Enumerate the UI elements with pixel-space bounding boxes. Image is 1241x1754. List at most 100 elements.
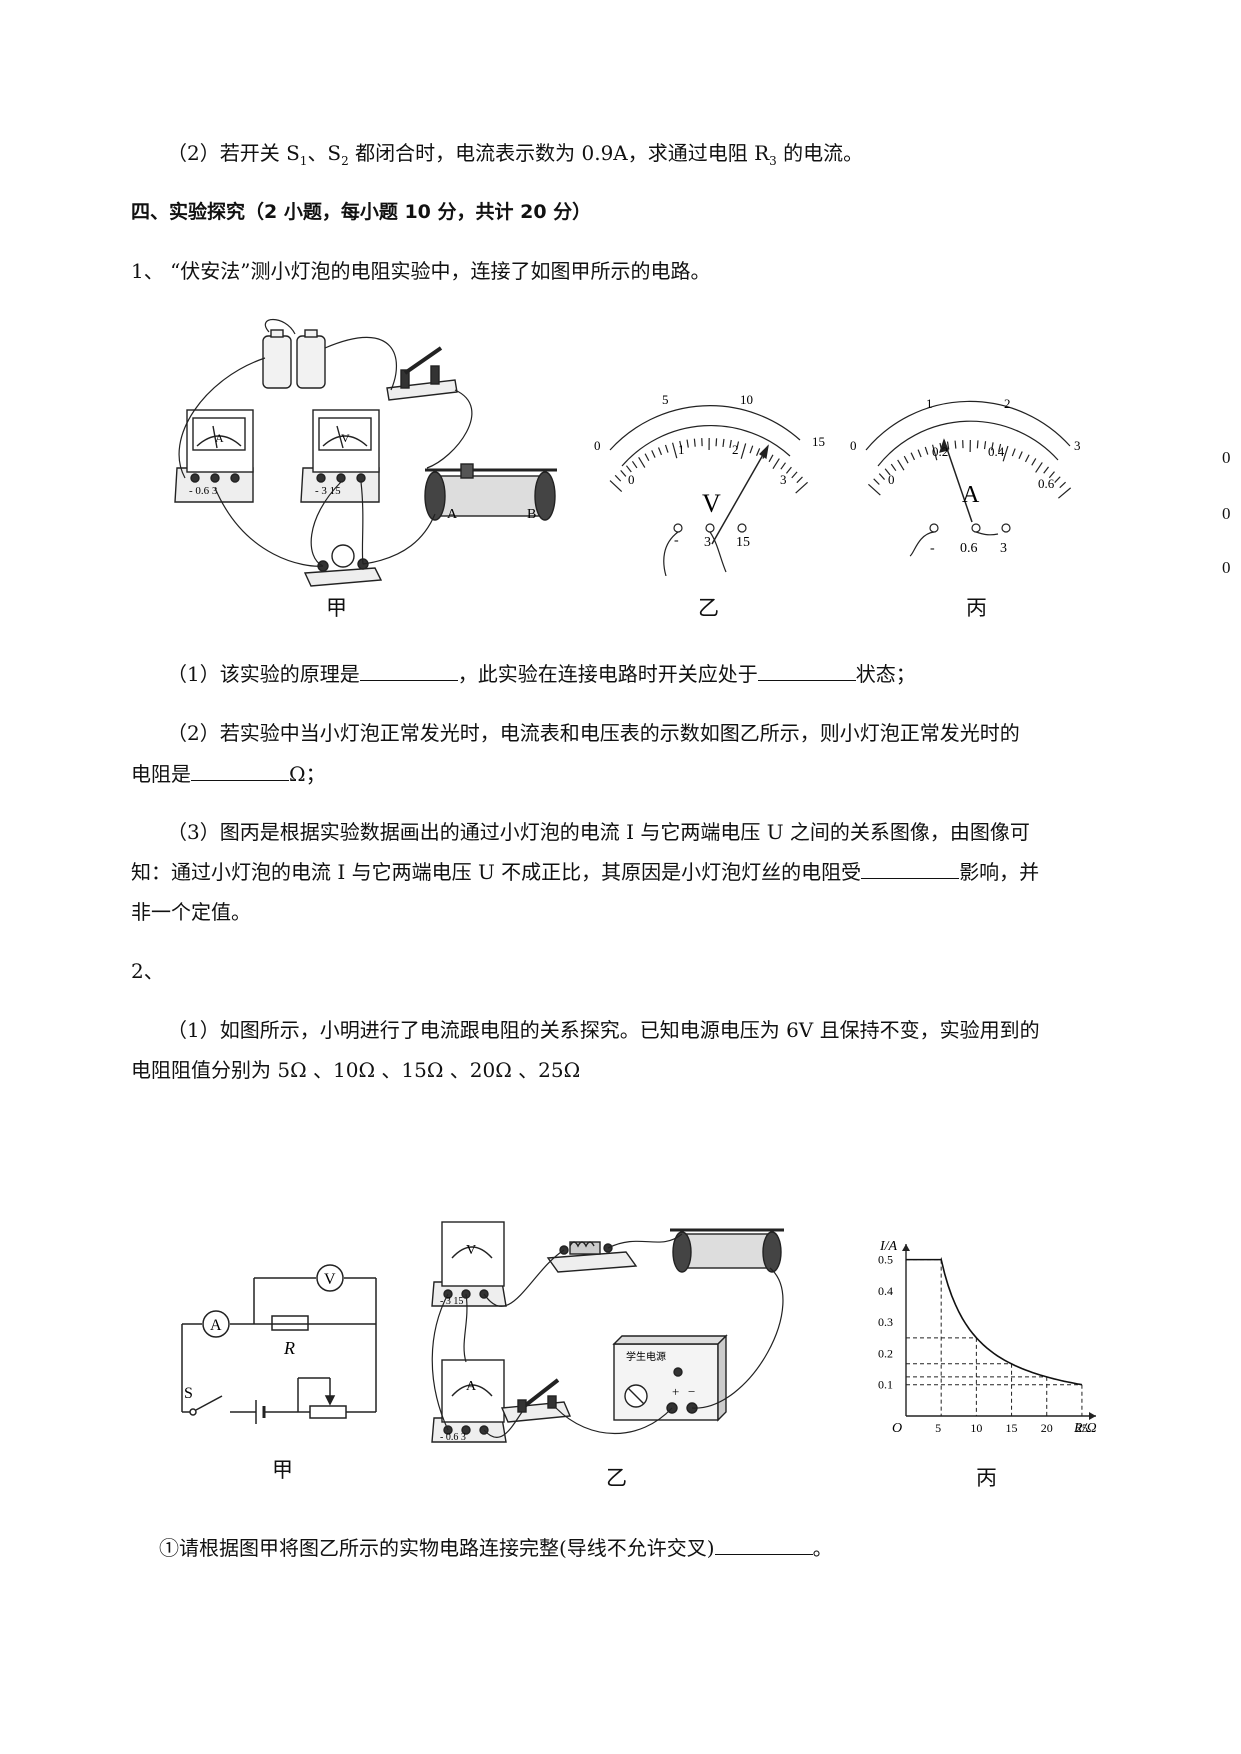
schematic-a-label: A (210, 1317, 222, 1334)
knife-switch-icon (500, 1378, 572, 1423)
dial-tick (785, 466, 792, 474)
dial-tick (736, 441, 740, 450)
dial-tick (910, 452, 916, 461)
q2-part1-line1: （1）如图所示，小明进行了电流跟电阻的关系探究。已知电源电压为 6V 且保持不变… (167, 1018, 1040, 1042)
q1-part3-line3: 非一个定值。 (131, 900, 251, 924)
schematic-r-label: R (283, 1338, 295, 1358)
rheostat-end-b: B (527, 507, 536, 522)
v-tick-bottom-3: 3 (780, 472, 787, 487)
dial-tick (897, 459, 905, 471)
dial-tick (1048, 471, 1055, 479)
dial-tick (1043, 466, 1049, 474)
power-supply-label: 学生电源 (626, 1350, 666, 1363)
chart-x-axis-label: R/Ω (1073, 1421, 1097, 1432)
ammeter-dial (865, 400, 1072, 557)
power-supply-plus: + (672, 1384, 679, 1399)
chart-x-tick-label: 10 (970, 1421, 982, 1432)
bulb-icon (303, 544, 383, 587)
ammeter-device (431, 1359, 507, 1443)
dial-tick (625, 465, 632, 473)
v-tick-top-3: 15 (812, 434, 825, 449)
voltmeter-dial (609, 405, 808, 576)
dial-tick (931, 444, 938, 461)
dial-tick (671, 442, 678, 459)
dial-tick (664, 444, 669, 453)
voltmeter-terminals: - 3 15 (315, 485, 341, 497)
a-tick-top-1: 1 (926, 396, 933, 411)
v-term-minus: - (674, 533, 679, 548)
dial-tick (638, 457, 646, 468)
dial-tick (780, 462, 786, 470)
dial-tick (991, 442, 994, 451)
q3-part2: （2）若开关 S1、S2 都闭合时，电流表示数为 0.9A，求通过电阻 R3 的… (167, 141, 864, 168)
chart-x-tick-label: 15 (1006, 1421, 1018, 1432)
answer-blank[interactable] (714, 1536, 813, 1555)
dial-tick (791, 471, 798, 479)
chart-x-tick-label: 5 (935, 1421, 941, 1432)
dial-tick (1035, 462, 1043, 473)
v-letter: V (702, 489, 721, 518)
chart-y-tick-label: 0.1 (878, 1378, 893, 1392)
chart-x-tick-label: 25 (1076, 1421, 1088, 1432)
chart-x-arrow (1089, 1412, 1096, 1420)
q1-part3-line2: 知：通过小灯泡的电流 I 与它两端电压 U 不成正比，其原因是小灯泡灯丝的电阻受… (131, 860, 1040, 884)
chart-y-tick-label: 0.2 (878, 1346, 893, 1360)
q1-part1: （1）该实验的原理是，此实验在连接电路时开关应处于状态； (167, 662, 916, 686)
dial-tick (873, 478, 880, 485)
power-supply-minus: − (688, 1384, 695, 1399)
chart-origin-label: O (892, 1421, 902, 1432)
wires (431, 1233, 784, 1438)
v-tick-top-1: 5 (662, 392, 669, 407)
q1-caption-yi: 乙 (698, 596, 719, 620)
dial-tick (657, 447, 663, 456)
dial-tick (749, 445, 754, 454)
voltmeter-device (300, 409, 380, 503)
q2-caption-jia: 甲 (272, 1458, 293, 1482)
q1-figure-jia: A - 0.6 3 V - 3 15 A B (174, 319, 557, 587)
answer-blank[interactable] (191, 762, 289, 781)
q1-figure-yi: 0 5 10 15 0 1 2 3 V - 3 15 (594, 392, 825, 576)
q2-number: 2、 (131, 959, 164, 983)
answer-blank[interactable] (757, 662, 856, 681)
dial-tick (976, 440, 979, 449)
v-term-3: 3 (704, 535, 711, 550)
q1-part2-line1: （2）若实验中当小灯泡正常发光时，电流表和电压表的示数如图乙所示，则小灯泡正常发… (167, 721, 1020, 745)
a-term-06: 0.6 (960, 541, 978, 556)
ammeter-device (174, 409, 254, 503)
dial-tick (651, 450, 656, 458)
q2-item1: ①请根据图甲将图乙所示的实物电路连接完整(导线不允许交叉)。 (159, 1536, 833, 1560)
dial-tick (1024, 454, 1030, 463)
chart-y-tick-label: 0.3 (878, 1315, 893, 1329)
q1-caption-bing: 丙 (966, 596, 987, 620)
answer-blank[interactable] (359, 662, 458, 681)
dial-tick (884, 468, 891, 476)
dial-tick (903, 455, 909, 464)
q2-part1-line2: 电阻阻值分别为 5Ω 、10Ω 、15Ω 、20Ω 、25Ω (131, 1058, 581, 1082)
a-tick-bottom-2: 0.4 (988, 444, 1005, 459)
dial-tick (631, 461, 638, 469)
a-tick-bottom-1: 0.2 (932, 444, 948, 459)
answer-blank[interactable] (861, 860, 960, 879)
dial-tick (693, 438, 696, 447)
voltmeter-letter: V (466, 1243, 476, 1258)
chart-y-tick-label: 0.4 (878, 1284, 893, 1298)
chart-y-arrow (902, 1244, 910, 1251)
edge-mark-2: 0 (1222, 504, 1231, 523)
a-tick-bottom-3: 0.6 (1038, 476, 1055, 491)
dial-tick (998, 443, 1002, 452)
ammeter-terminals: - 0.6 3 (189, 485, 218, 497)
q1-figure-bing: 0 1 2 3 0 0.2 0.4 0.6 A - 0.6 3 (850, 396, 1081, 557)
chart-y-tick-label: 0.5 (878, 1253, 893, 1267)
dial-tick (740, 443, 747, 459)
schematic-v-label: V (324, 1271, 336, 1288)
ammeter-letter: A (466, 1379, 477, 1394)
dial-tick (772, 458, 780, 470)
dial-tick (954, 440, 957, 449)
dial-tick (1054, 476, 1061, 483)
power-supply-device (612, 1334, 728, 1422)
apparatus (431, 1221, 784, 1443)
dial-tick (614, 474, 622, 482)
q1-caption-jia: 甲 (326, 596, 347, 620)
voltmeter-terminals: - 3 15 (440, 1296, 463, 1307)
